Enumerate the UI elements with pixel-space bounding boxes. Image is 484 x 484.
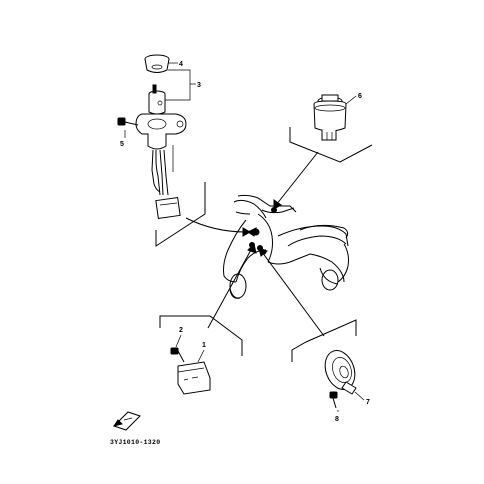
callout-2: 2 [179, 327, 183, 334]
horn-bolt-part [329, 391, 338, 409]
switch-wire [163, 149, 169, 196]
leader-line [345, 95, 357, 105]
regulator-unit-part [177, 361, 211, 395]
callout-8: 8 [335, 416, 339, 423]
bracket-line [165, 69, 191, 101]
reference-code: 3YJ1010-1320 [110, 439, 160, 446]
group-frame [289, 127, 373, 163]
pointer-arrows [185, 151, 325, 337]
callout-4: 4 [179, 61, 183, 68]
front-arrow-icon [112, 411, 141, 431]
callout-7: 7 [366, 399, 370, 406]
key-cylinder-part [148, 84, 166, 115]
callout-5: 5 [120, 141, 124, 148]
leader-line [175, 334, 182, 348]
callout-6: 6 [358, 93, 362, 100]
regulator-bolt-part [170, 347, 185, 363]
switch-screw-part [117, 117, 139, 126]
leader-line [354, 391, 365, 401]
group-frame [155, 182, 206, 247]
leader-line [197, 349, 205, 363]
switch-connector-part [155, 196, 181, 220]
switch-wire [159, 149, 164, 196]
flasher-relay-assembly [313, 94, 347, 141]
horn-part [324, 350, 357, 395]
scooter-outline [223, 194, 349, 299]
group-frame [159, 315, 243, 356]
switch-body-part [135, 113, 187, 150]
switch-cap-part [144, 54, 170, 73]
group-frame [291, 319, 357, 362]
switch-wire [151, 149, 161, 193]
callout-3: 3 [197, 82, 201, 89]
main-switch-assembly [117, 54, 187, 220]
callout-1: 1 [202, 342, 206, 349]
switch-wire [155, 150, 161, 196]
